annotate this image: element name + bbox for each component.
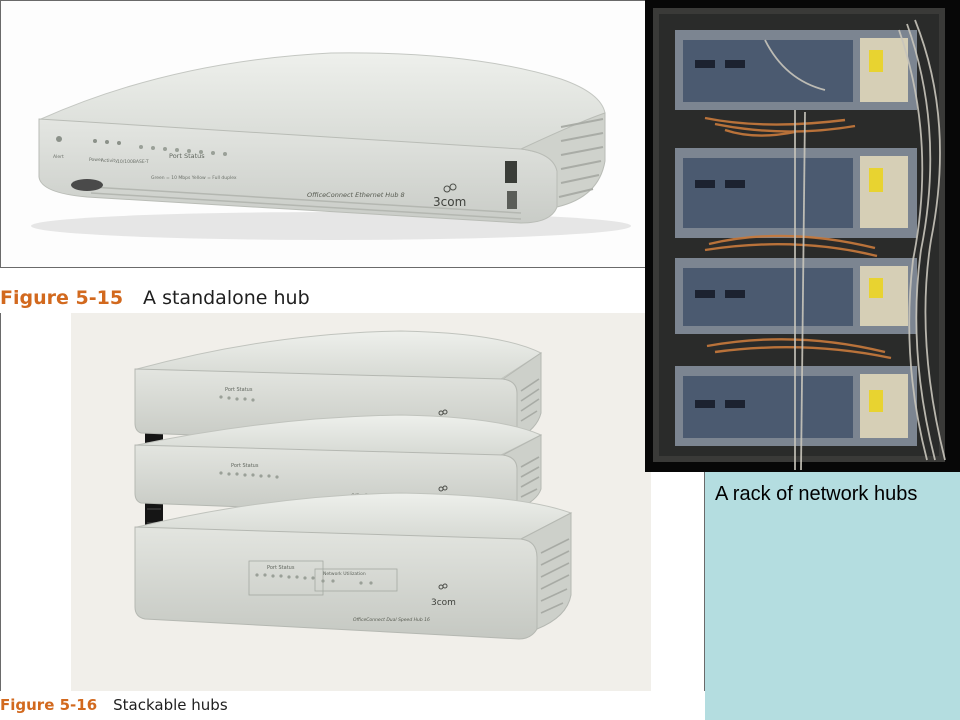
stackable-hubs-photo: Port Status OfficeConnect Dual Speed Hub… (71, 313, 651, 691)
standalone-hub-image: Port Status Green = 10 Mbps Yellow = Ful… (31, 52, 631, 240)
network-rack-photo (645, 0, 960, 472)
3com-logo-icon: 3com (433, 183, 466, 209)
activity-label: Activity (101, 158, 118, 164)
stackable-hubs-figure: Port Status OfficeConnect Dual Speed Hub… (0, 313, 705, 691)
standalone-hub-figure: Port Status Green = 10 Mbps Yellow = Ful… (0, 0, 648, 268)
network-utilization-label: Network Utilization (323, 571, 366, 577)
rack-caption: A rack of network hubs (715, 483, 918, 505)
stackable-hubs-image: Port Status OfficeConnect Dual Speed Hub… (134, 330, 573, 640)
network-rack-image (645, 0, 960, 472)
alert-label: Alert (53, 154, 64, 160)
figure-5-15-caption: Figure 5-15 A standalone hub (0, 287, 440, 317)
rack-caption-panel (705, 472, 960, 720)
figure-number: Figure 5-15 (0, 287, 124, 309)
model-label: OfficeConnect Ethernet Hub 8 (307, 191, 405, 199)
status-legend-label: Green = 10 Mbps Yellow = Full duplex (151, 175, 237, 181)
figure-title: A standalone hub (143, 287, 310, 309)
stack-hub-bottom: Port Status Network Utilization OfficeCo… (134, 492, 573, 640)
port-status-label: Port Status (169, 152, 205, 160)
brand-label: 3com (433, 195, 466, 209)
top-port-status-label: Port Status (225, 387, 253, 393)
bottom-port-status-label: Port Status (267, 565, 295, 571)
figure-title: Stackable hubs (113, 696, 228, 714)
power-label: Power (89, 157, 103, 163)
figure-5-16-caption: Figure 5-16 Stackable hubs (0, 696, 500, 720)
figure-number: Figure 5-16 (0, 696, 98, 714)
bottom-brand-label: 3com (431, 598, 456, 608)
bottom-model-label: OfficeConnect Dual Speed Hub 16 (353, 617, 430, 623)
speed-label: 10/100BASE-T (117, 159, 149, 165)
middle-port-status-label: Port Status (231, 463, 259, 469)
